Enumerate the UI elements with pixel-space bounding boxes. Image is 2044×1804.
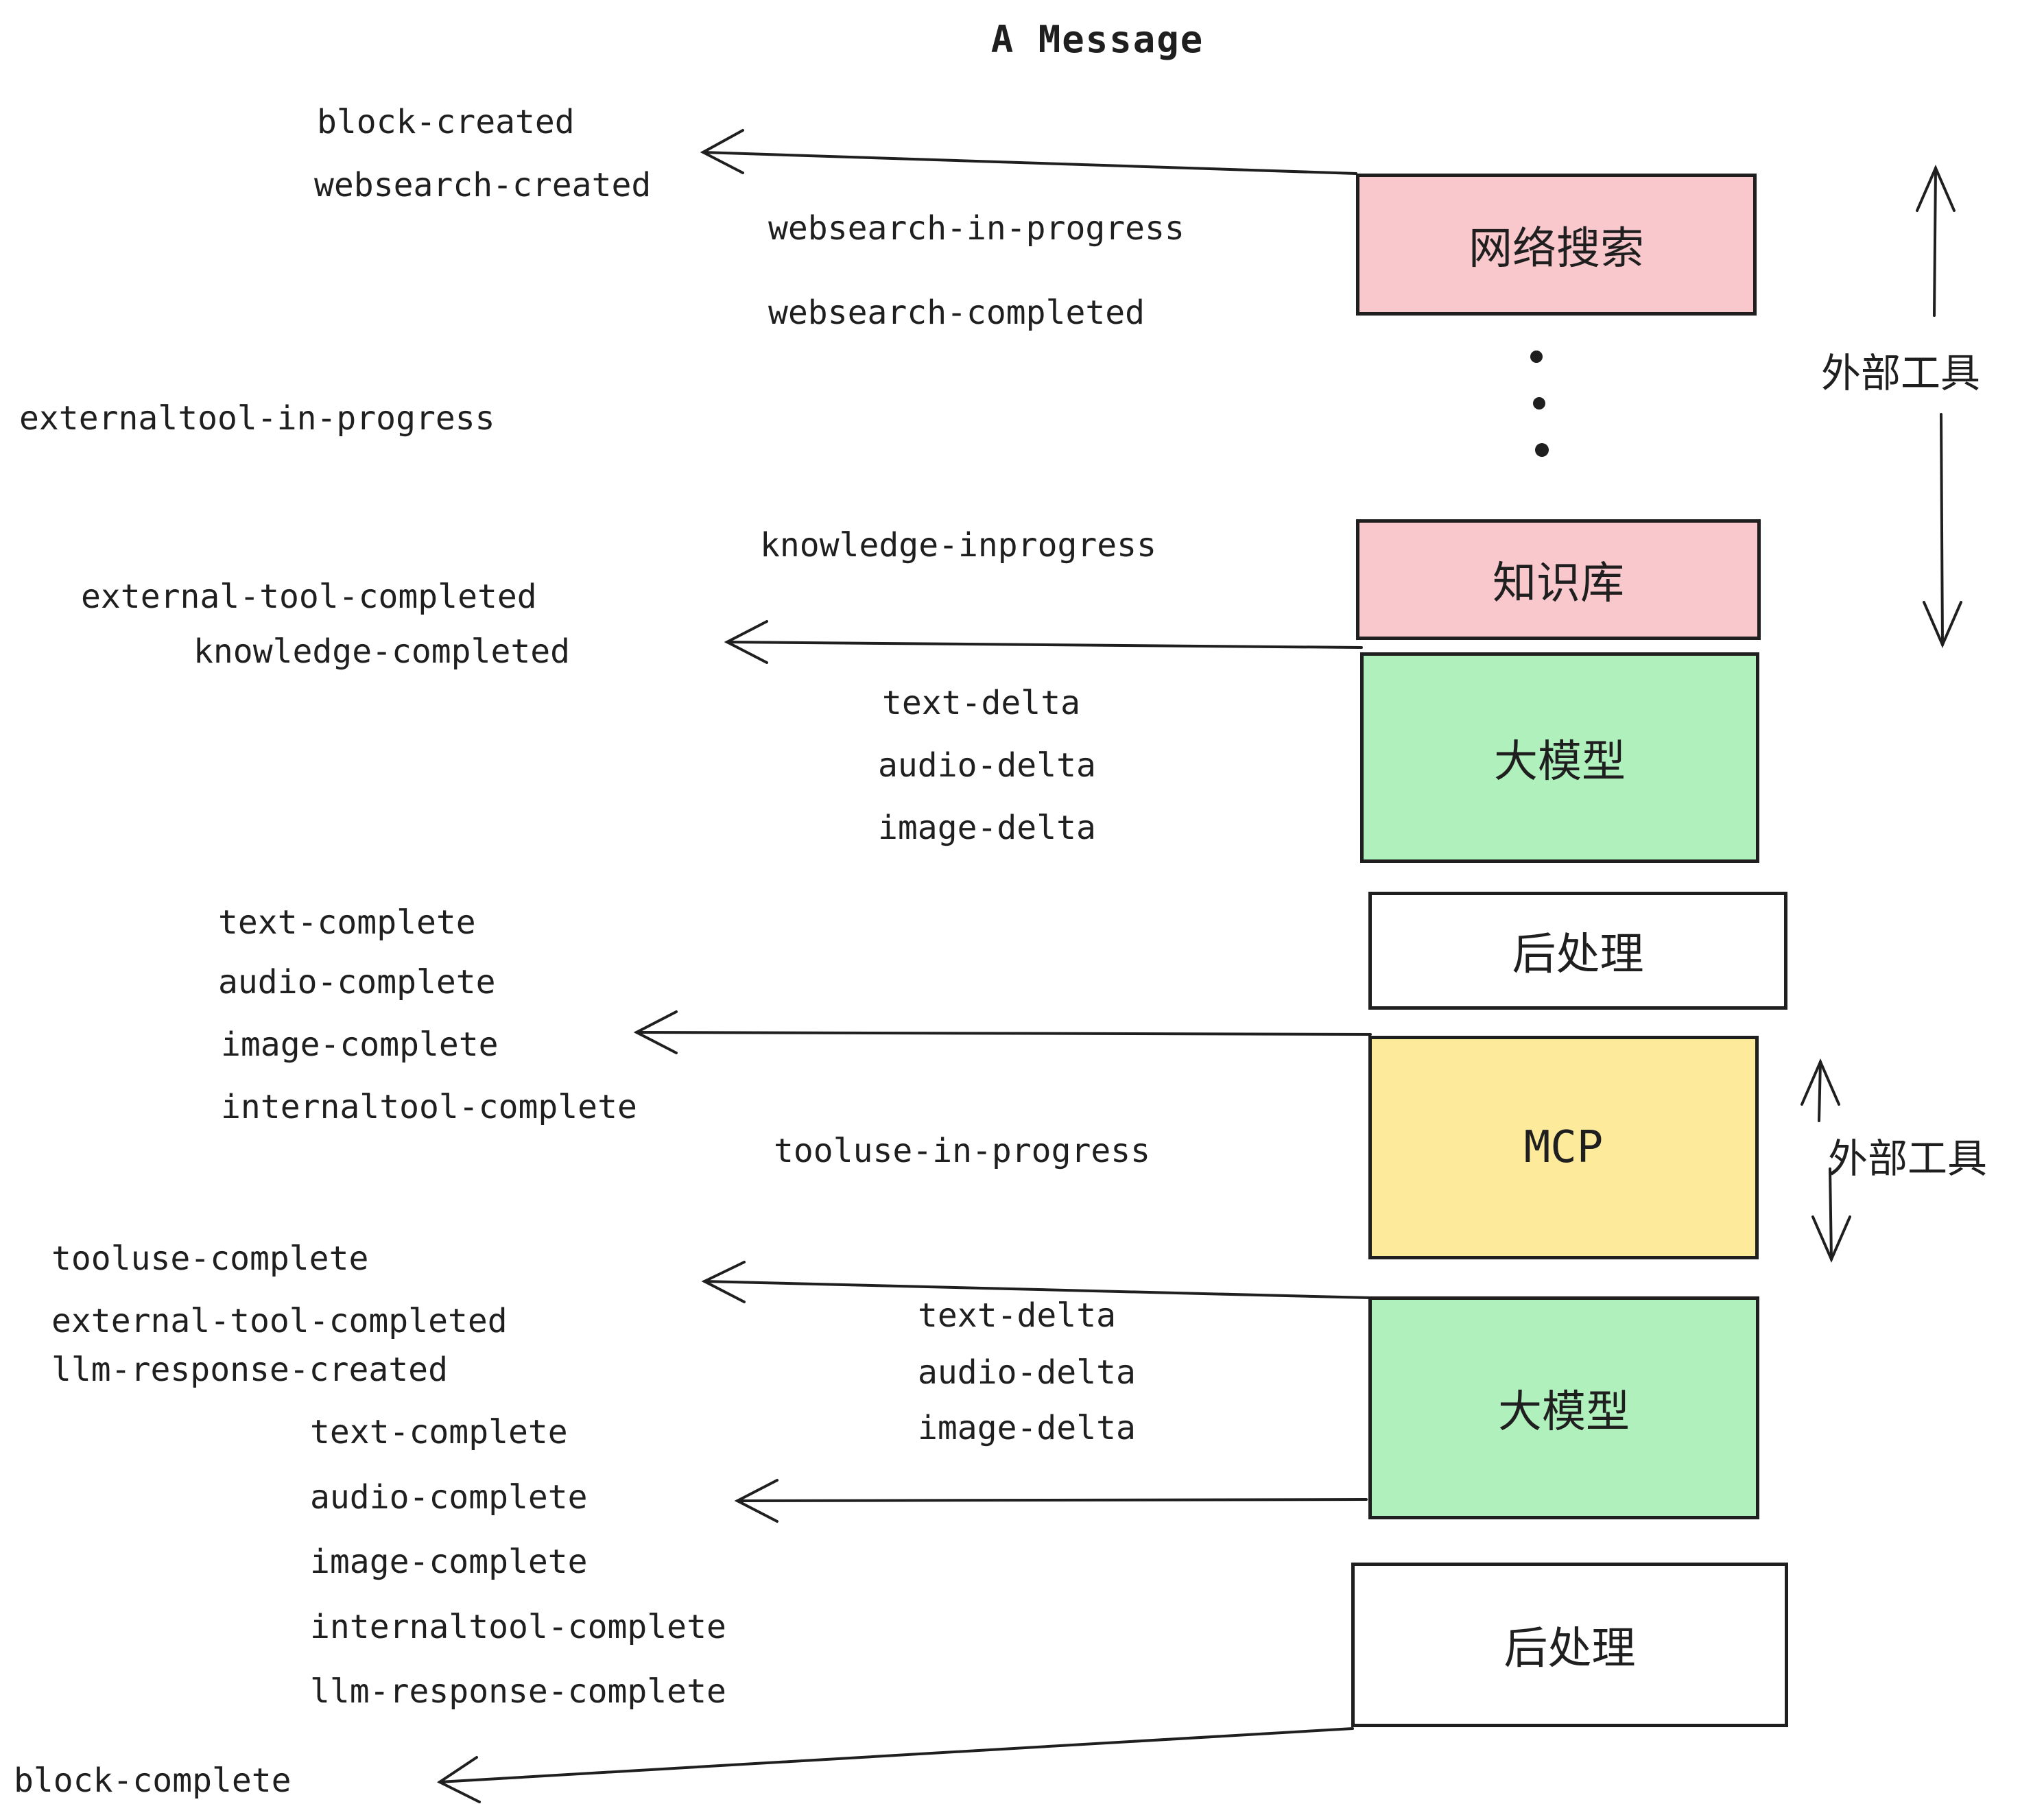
event-label-image-complete-2: image-complete: [310, 1543, 588, 1581]
arrow-to-audio-complete: [734, 1479, 1368, 1523]
node-llm-1: 大模型: [1360, 652, 1759, 863]
event-label-tooluse-complete: tooluse-complete: [51, 1239, 369, 1278]
side-label-external-tools-2: 外部工具: [1828, 1135, 1988, 1182]
event-label-externaltool-in-progress: externaltool-in-progress: [19, 399, 495, 438]
event-label-external-tool-completed-2: external-tool-completed: [51, 1302, 508, 1340]
diagram-title: A Message: [990, 18, 1204, 61]
node-mcp: MCP: [1368, 1036, 1759, 1259]
external-tools-down-arrow-1: [1923, 413, 1962, 649]
node-llm-2: 大模型: [1368, 1296, 1759, 1519]
ellipsis-dots: [1530, 351, 1549, 457]
event-label-tooluse-in-progress: tooluse-in-progress: [774, 1132, 1151, 1170]
arrow-to-image-complete: [633, 1010, 1372, 1054]
arrow-to-knowledge-completed: [724, 620, 1363, 664]
event-label-websearch-completed: websearch-completed: [768, 294, 1145, 332]
event-label-image-complete: image-complete: [221, 1025, 499, 1064]
event-label-internaltool-complete: internaltool-complete: [221, 1088, 637, 1126]
event-label-block-created: block-created: [317, 103, 575, 141]
event-label-internaltool-complete-2: internaltool-complete: [310, 1608, 726, 1646]
event-label-text-complete: text-complete: [218, 903, 476, 942]
event-label-audio-complete: audio-complete: [218, 963, 496, 1001]
event-label-external-tool-completed: external-tool-completed: [81, 578, 537, 616]
event-label-text-delta: text-delta: [882, 684, 1080, 722]
side-label-external-tools-1: 外部工具: [1821, 350, 1981, 396]
event-label-websearch-in-progress: websearch-in-progress: [768, 209, 1185, 248]
node-websearch: 网络搜索: [1356, 174, 1757, 316]
event-label-text-complete-2: text-complete: [310, 1413, 568, 1451]
external-tools-up-arrow-1: [1916, 164, 1956, 317]
event-label-websearch-created: websearch-created: [314, 166, 652, 204]
event-label-image-delta-2: image-delta: [918, 1409, 1136, 1447]
event-label-text-delta-2: text-delta: [918, 1296, 1116, 1335]
event-label-audio-complete-2: audio-complete: [310, 1478, 588, 1517]
event-label-knowledge-inprogress: knowledge-inprogress: [760, 526, 1156, 565]
node-post-process-1: 后处理: [1368, 892, 1787, 1010]
external-tools-up-arrow-2: [1801, 1058, 1840, 1122]
event-label-knowledge-completed: knowledge-completed: [193, 632, 571, 671]
event-label-audio-delta: audio-delta: [878, 746, 1096, 785]
arrow-to-block-complete: [437, 1727, 1354, 1803]
event-label-llm-response-complete: llm-response-complete: [310, 1672, 726, 1711]
event-label-llm-response-created: llm-response-created: [51, 1351, 448, 1389]
node-knowledge-base: 知识库: [1356, 519, 1761, 640]
node-post-process-2: 后处理: [1351, 1563, 1788, 1727]
arrow-to-block-created: [700, 129, 1357, 175]
event-label-audio-delta-2: audio-delta: [918, 1353, 1136, 1392]
event-label-block-complete: block-complete: [14, 1761, 292, 1800]
event-label-image-delta: image-delta: [878, 809, 1096, 847]
